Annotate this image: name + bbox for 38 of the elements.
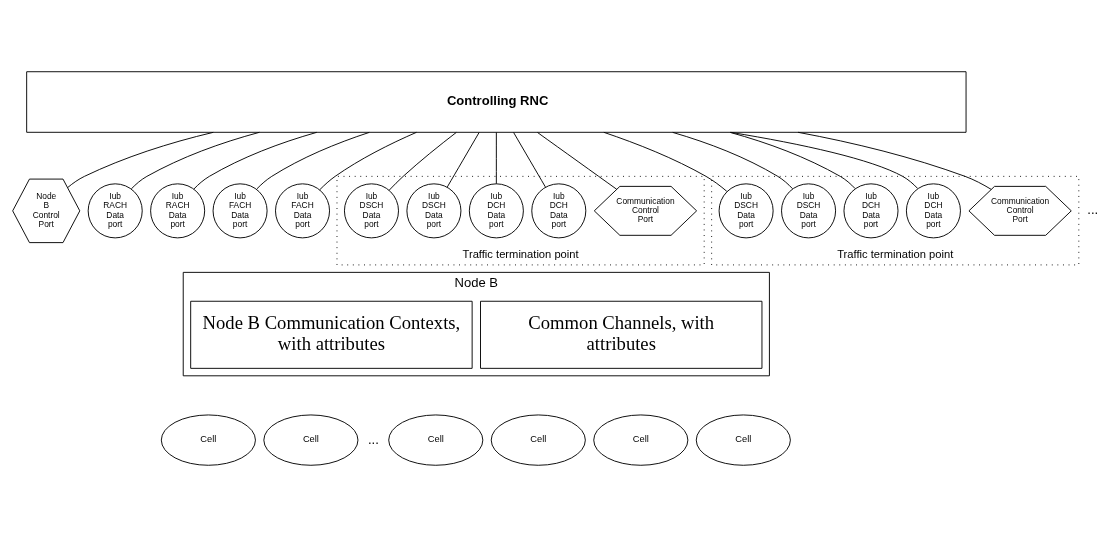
node-circle: Iub FACH Data port [275,183,330,239]
node-circle: Iub DSCH Data port [406,183,462,239]
connector [797,131,992,190]
node-ellipse: Cell [490,414,586,466]
node-ellipse: Cell [593,414,689,466]
node-circle: Iub RACH Data port [87,183,143,239]
connector [537,132,618,190]
node-ellipse: Cell [160,414,256,466]
node-circle: Iub DCH Data port [531,183,587,239]
connector [672,131,794,190]
node-circle: Iub DSCH Data port [781,183,837,239]
node-box: Node B Communication Contexts, with attributes [190,300,473,369]
node-circle: Iub DCH Data port [843,183,899,239]
node-circle: Iub DSCH Data port [718,183,774,239]
node-box: Controlling RNC [26,71,967,133]
connector [256,131,370,190]
connector [513,132,546,188]
connector [319,131,417,191]
node-ellipse: Cell [695,414,791,466]
node-circle: Iub DCH Data port [468,183,524,239]
connector [603,131,728,192]
node-box: Common Channels, with attributes [480,300,763,369]
node-circle: Iub FACH Data port [212,183,268,239]
node-ellipse: Cell [263,414,359,466]
connector [388,131,457,191]
node-circle: Iub DCH Data port [905,183,961,239]
label: ... [1087,202,1099,218]
connector [67,131,214,188]
node-ellipse: Cell [388,414,484,466]
connector [495,132,497,185]
connector [729,131,856,190]
connector [193,131,318,190]
node-circle: Iub RACH Data port [150,183,206,239]
connector [130,131,260,190]
connector [446,132,480,188]
connector [730,131,919,189]
label: ... [367,431,379,447]
node-circle: Iub DSCH Data port [344,183,399,239]
